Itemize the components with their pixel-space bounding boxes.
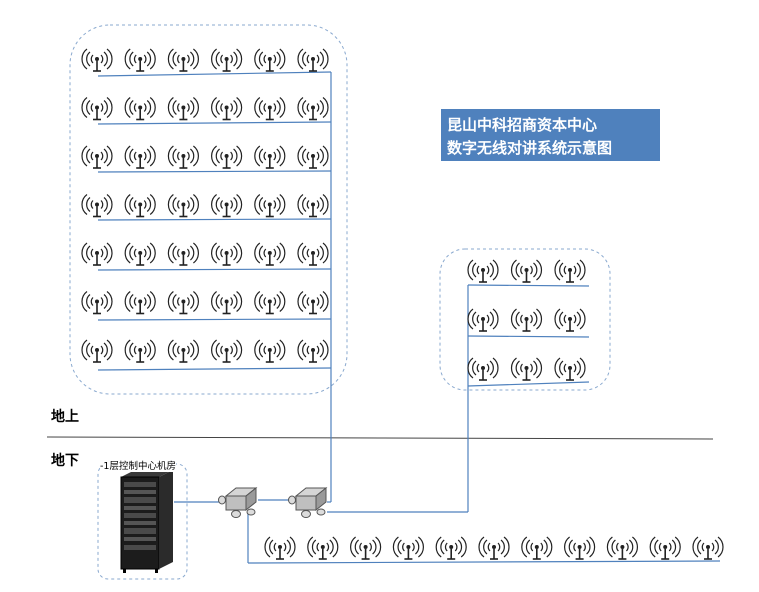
wifi-antenna-icon: [467, 357, 499, 381]
wifi-antenna-icon: [253, 96, 286, 121]
wifi-antenna-icon: [297, 48, 329, 72]
wifi-antenna-icon: [467, 259, 499, 283]
control-room-boundary: [97, 463, 188, 580]
ground-line: [46, 436, 714, 440]
annex-building-boundary: [439, 248, 611, 391]
wifi-antenna-icon: [253, 145, 286, 169]
control-room-label: -1层控制中心机房: [100, 458, 176, 472]
wifi-antenna-icon: [253, 290, 286, 315]
wifi-antenna-icon: [510, 308, 543, 332]
diagram-title: 昆山中科招商资本中心 数字无线对讲系统示意图: [441, 109, 660, 161]
wifi-antenna-icon: [253, 339, 286, 363]
wifi-antenna-icon: [510, 357, 543, 381]
wifi-antenna-icon: [467, 308, 499, 332]
wifi-antenna-icon: [297, 145, 329, 169]
wifi-antenna-icon: [124, 145, 156, 169]
wifi-antenna-icon: [253, 193, 286, 218]
wifi-antenna-icon: [81, 242, 113, 266]
wifi-antenna-icon: [81, 145, 113, 169]
wifi-antenna-icon: [210, 48, 243, 72]
wifi-antenna-icon: [124, 96, 156, 121]
wifi-antenna-icon: [81, 339, 113, 363]
wifi-antenna-icon: [554, 357, 586, 381]
power-splitter-icon: [288, 487, 327, 518]
wifi-antenna-icon: [81, 193, 113, 218]
feeder-cables: [97, 71, 721, 564]
wifi-antenna-icon: [264, 536, 296, 560]
wifi-antenna-icon: [253, 242, 286, 266]
wifi-antenna-icon: [81, 48, 113, 72]
wifi-antenna-icon: [167, 290, 200, 315]
title-line-1: 昆山中科招商资本中心: [447, 116, 598, 134]
wifi-antenna-icon: [297, 96, 329, 121]
wifi-antenna-icon: [210, 96, 243, 121]
wifi-antenna-icon: [81, 290, 113, 315]
wifi-antenna-icon: [210, 339, 243, 363]
wifi-antenna-icon: [167, 193, 200, 218]
wifi-antenna-icon: [297, 242, 329, 266]
server-rack-icon: [120, 470, 173, 573]
wifi-antenna-icon: [520, 536, 553, 560]
wifi-antenna-icon: [167, 242, 200, 266]
wifi-antenna-icon: [210, 193, 243, 218]
wifi-antenna-icon: [124, 290, 156, 315]
wifi-antenna-icon: [167, 145, 200, 169]
wifi-antenna-icon: [478, 536, 510, 560]
wifi-antenna-icon: [124, 339, 156, 363]
wifi-antenna-icon: [167, 48, 200, 72]
main-building-boundary: [69, 24, 348, 395]
wifi-antenna-icon: [167, 96, 200, 121]
wifi-antenna-icon: [124, 48, 156, 72]
wifi-antenna-icon: [210, 242, 243, 266]
wifi-antenna-icon: [210, 145, 243, 169]
wifi-antenna-icon: [210, 290, 243, 315]
wifi-antenna-icon: [306, 536, 339, 560]
wifi-antenna-icon: [554, 308, 586, 332]
wifi-antenna-icon: [253, 48, 286, 72]
wifi-antenna-icon: [124, 193, 156, 218]
wifi-antenna-icon: [81, 96, 113, 121]
wifi-antenna-icon: [510, 259, 543, 283]
wifi-antenna-icon: [124, 242, 156, 266]
wifi-antenna-icon: [649, 536, 682, 560]
power-splitter-icon: [218, 487, 257, 518]
wifi-antenna-icon: [692, 536, 724, 560]
wifi-antenna-icon: [435, 536, 468, 560]
wifi-antenna-icon: [606, 536, 639, 560]
above-ground-label: 地上: [51, 409, 79, 425]
wifi-antenna-icon: [297, 290, 329, 315]
below-ground-label: 地下: [51, 453, 79, 469]
wifi-antenna-icon: [297, 339, 329, 363]
wifi-antenna-icon: [563, 536, 596, 560]
wifi-antenna-icon: [554, 259, 586, 283]
title-line-2: 数字无线对讲系统示意图: [447, 139, 613, 157]
wifi-antenna-icon: [349, 536, 382, 560]
wifi-antenna-icon: [297, 193, 329, 218]
wifi-antenna-icon: [392, 536, 425, 560]
wifi-antenna-icon: [167, 339, 200, 363]
